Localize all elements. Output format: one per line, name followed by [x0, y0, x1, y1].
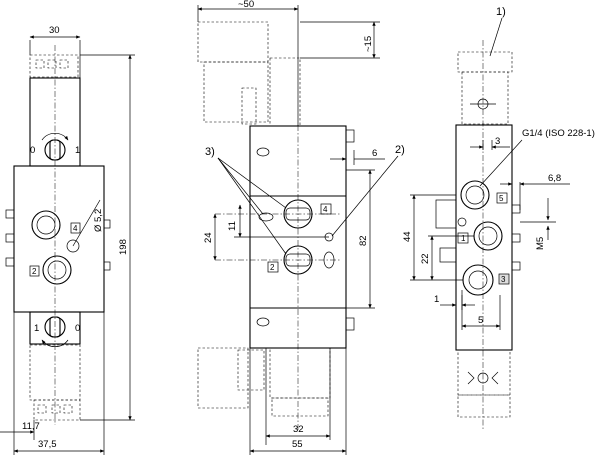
- dim-height: 198: [118, 239, 129, 255]
- callout-1: 1): [496, 6, 506, 18]
- right-fitting-2: [103, 261, 111, 271]
- dim-6: 6: [372, 148, 377, 159]
- dim-1: 1: [434, 294, 439, 305]
- thread-label: G1/4 (ISO 228-1): [522, 128, 595, 139]
- switch-top-0: 0: [30, 145, 35, 156]
- right-port-3-label: 3: [501, 275, 506, 284]
- middle-port-4-label: 4: [323, 205, 328, 214]
- switch-bottom-0: 0: [75, 323, 80, 334]
- middle-top-coil: [197, 21, 301, 127]
- left-fitting-2: [5, 233, 15, 243]
- dim-hole: Ø 5,2: [93, 209, 104, 232]
- right-port-5: [460, 180, 490, 210]
- right-view: 5 1 3 1) G1/4 (ISO 228-1) 3: [402, 6, 595, 430]
- left-port-2-circle: [42, 255, 72, 285]
- left-top-connector: [29, 54, 79, 78]
- dim-44: 44: [402, 231, 413, 242]
- left-port-2-inner: [47, 260, 67, 280]
- dim-offset: 11,7: [22, 421, 40, 432]
- dim-hole-leader: [72, 199, 101, 247]
- dim-top: ~50: [238, 0, 254, 10]
- right-port-1-box: [457, 232, 469, 244]
- left-port-4-box: [70, 222, 81, 234]
- left-valve-body: [13, 165, 105, 313]
- dim-11: 11: [227, 221, 238, 231]
- right-port-5-box: [496, 192, 508, 204]
- dim-width-top: 30: [49, 25, 60, 36]
- middle-small-port: [258, 212, 274, 222]
- middle-fitting-top: [345, 129, 355, 143]
- middle-fitting-bottom: [345, 317, 355, 331]
- switch-top-1: 1: [75, 145, 80, 156]
- left-port-2-label: 2: [32, 267, 37, 276]
- switch-bottom-1: 1: [34, 323, 39, 334]
- left-port-4-inner: [36, 215, 56, 235]
- right-port-1-label: 1: [461, 234, 466, 243]
- right-port-1: [473, 221, 503, 251]
- dim-5: 5: [478, 315, 483, 326]
- right-port-3-box: [498, 273, 510, 285]
- left-view: 0 1 4 2 1 0: [0, 25, 135, 455]
- left-fitting-1: [5, 209, 15, 219]
- right-side-fitting-1: [511, 204, 521, 214]
- middle-view: 4 2 ~50 ~15 6 82 24: [197, 0, 405, 455]
- dim-24: 24: [203, 232, 214, 243]
- left-port-2-box: [29, 265, 40, 277]
- dim-3: 3: [495, 136, 500, 147]
- right-port-5-label: 5: [499, 194, 504, 203]
- dim-m5: M5: [535, 237, 546, 250]
- dim-55: 55: [292, 439, 303, 450]
- middle-port-2-box: [267, 261, 279, 273]
- right-small-port: [457, 217, 467, 227]
- callout-2: 2): [395, 144, 405, 156]
- middle-screw-top: [256, 147, 270, 157]
- callout-3: 3): [205, 146, 215, 158]
- middle-screw-bottom: [256, 317, 270, 327]
- right-fitting-1: [103, 219, 111, 229]
- left-port-4-circle: [31, 210, 61, 240]
- middle-port-4-box: [320, 203, 332, 215]
- middle-bottom-coil: [197, 347, 331, 417]
- right-side-fitting-3: [511, 261, 521, 271]
- right-top-coil: [457, 51, 513, 125]
- dim-width-bottom: 37,5: [38, 439, 57, 450]
- dim-22: 22: [420, 253, 431, 264]
- right-side-fitting-2: [511, 233, 521, 243]
- dim-6-8: 6,8: [548, 173, 561, 184]
- right-port-3: [462, 264, 494, 296]
- middle-port-2-label: 2: [270, 263, 275, 272]
- dim-right-top: ~15: [363, 36, 374, 52]
- left-port-4-label: 4: [73, 224, 78, 233]
- left-fitting-3: [5, 257, 15, 267]
- right-bottom-coil: [457, 349, 511, 418]
- left-mount-hole: [66, 239, 80, 253]
- dim-82: 82: [358, 235, 369, 246]
- dim-32: 32: [293, 424, 304, 435]
